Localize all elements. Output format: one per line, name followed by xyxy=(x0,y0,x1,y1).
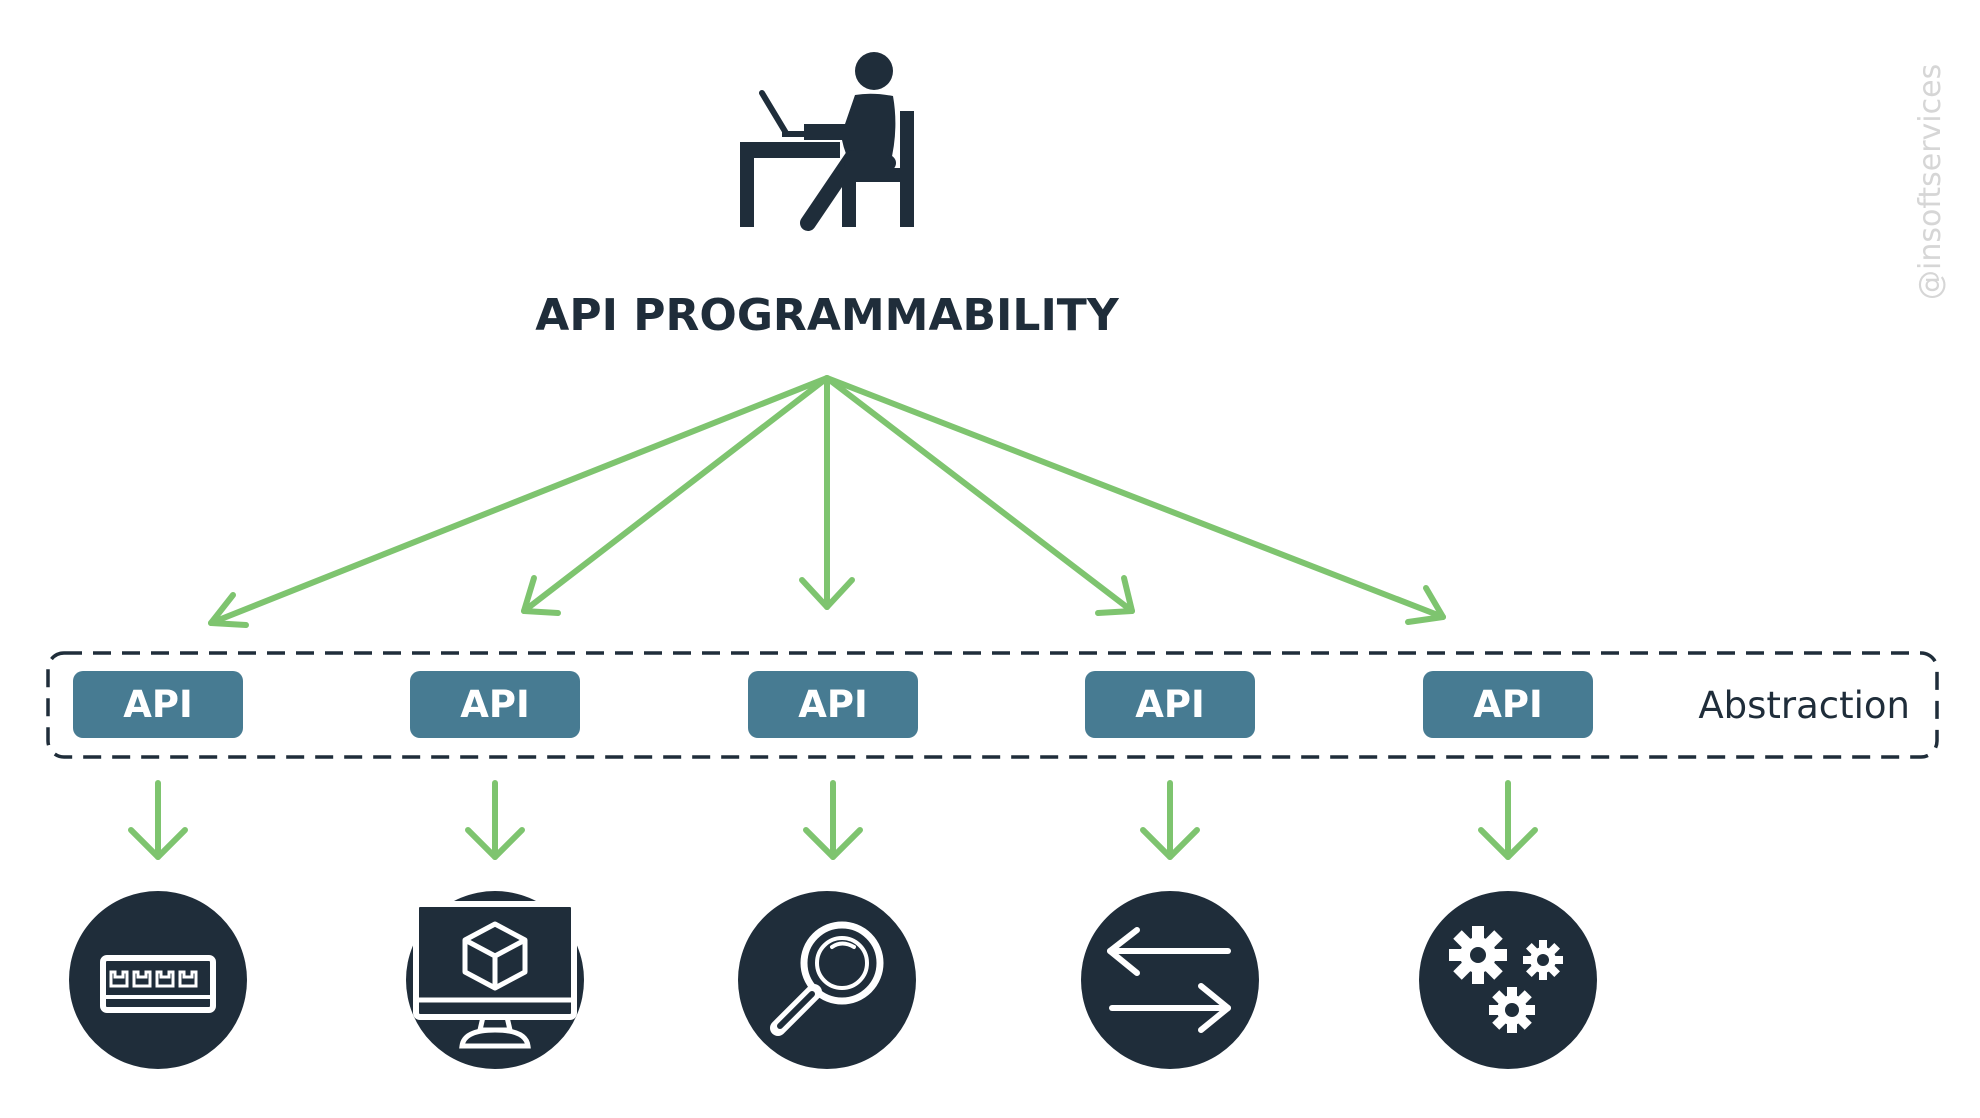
top-arrow-shaft-2 xyxy=(521,375,830,614)
gear-bottom-icon xyxy=(1489,987,1535,1033)
api-box: API xyxy=(1085,671,1255,738)
watermark: @insoftservices xyxy=(1913,64,1948,300)
person-at-desk-icon xyxy=(740,52,914,231)
network-switch-icon xyxy=(69,891,247,1069)
abstraction-layer xyxy=(46,651,1939,759)
bottom-arrow-head-5 xyxy=(1478,827,1538,860)
api-label: API xyxy=(1135,683,1205,726)
api-label: API xyxy=(798,683,868,726)
top-arrow-head-4 xyxy=(1095,575,1135,616)
desk-leg xyxy=(740,150,754,227)
api-box: API xyxy=(410,671,580,738)
api-label: API xyxy=(123,683,193,726)
person-head xyxy=(855,52,893,90)
person-body xyxy=(804,93,896,165)
top-arrow-head-1 xyxy=(208,592,249,628)
gear-large-icon xyxy=(1449,926,1507,984)
top-arrow-head-2 xyxy=(521,575,561,616)
exchange-arrows-icon xyxy=(1081,891,1259,1069)
diagram-title: API PROGRAMMABILITY xyxy=(535,290,1120,341)
magnifier-icon xyxy=(738,891,916,1069)
bottom-arrow-head-3 xyxy=(803,827,863,860)
top-arrow-shaft-5 xyxy=(824,375,1446,620)
bottom-arrow-head-1 xyxy=(128,827,188,860)
top-arrow-shaft-4 xyxy=(824,375,1135,614)
bottom-arrow-head-4 xyxy=(1140,827,1200,860)
api-box: API xyxy=(1423,671,1593,738)
monitor-cube-icon xyxy=(406,891,584,1069)
laptop-base xyxy=(782,131,812,137)
top-arrows xyxy=(208,375,1446,628)
gear-small-icon xyxy=(1523,940,1563,980)
chair-seat xyxy=(842,168,914,182)
laptop-screen xyxy=(759,90,789,136)
gears-icon xyxy=(1419,891,1597,1069)
bottom-arrow-head-2 xyxy=(465,827,525,860)
desk-top xyxy=(740,142,840,158)
top-arrow-shaft-1 xyxy=(208,375,830,626)
api-label: API xyxy=(1473,683,1543,726)
abstraction-label: Abstraction xyxy=(1698,684,1910,727)
top-arrow-head-5 xyxy=(1405,585,1446,625)
bottom-arrows xyxy=(128,780,1538,860)
api-box: API xyxy=(748,671,918,738)
top-arrow-head-3 xyxy=(799,577,855,610)
api-label: API xyxy=(460,683,530,726)
api-box: API xyxy=(73,671,243,738)
chair-leg xyxy=(842,176,856,227)
